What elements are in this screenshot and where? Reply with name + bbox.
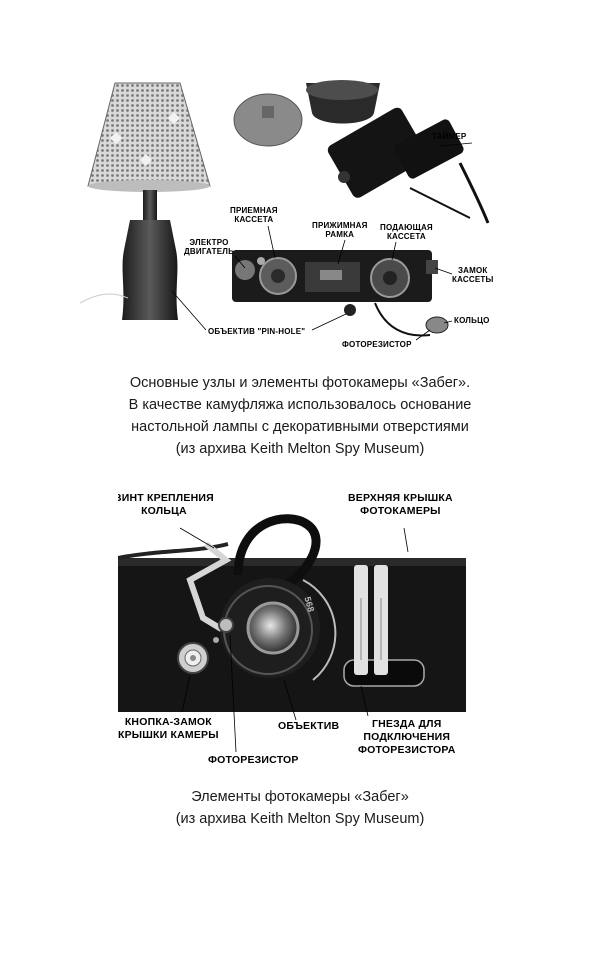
photo-camera-lamp-components: ТАЙМЕР ПРИЕМНАЯ КАССЕТА ПРИЖИМНАЯ РАМКА …	[80, 78, 510, 360]
label-timer: ТАЙМЕР	[432, 132, 467, 141]
label-top-cover: ВЕРХНЯЯ КРЫШКА ФОТОКАМЕРЫ	[348, 492, 453, 517]
caption-line: (из архива Keith Melton Spy Museum)	[175, 811, 425, 827]
caption-line: Основные узлы и элементы фотокамеры «Заб…	[129, 375, 471, 391]
label-cassette-lock: ЗАМОК КАССЕТЫ	[452, 266, 494, 284]
label-sockets: ГНЕЗДА ДЛЯ ПОДКЛЮЧЕНИЯ ФОТОРЕЗИСТОРА	[358, 718, 456, 756]
caption-line: настольной лампы с декоративными отверст…	[131, 419, 469, 435]
label-feeding-cassette: ПОДАЮЩАЯ КАССЕТА	[380, 223, 433, 241]
label-electric-motor: ЭЛЕКТРО ДВИГАТЕЛЬ	[184, 238, 235, 256]
lens-glass	[246, 601, 300, 655]
figure2-caption: Элементы фотокамеры «Забег» (из архива K…	[0, 786, 600, 830]
lamp-shade	[87, 82, 211, 187]
label-receiving-cassette: ПРИЕМНАЯ КАССЕТА	[230, 206, 278, 224]
caption-line: Элементы фотокамеры «Забег»	[191, 789, 409, 805]
label-photoresistor: ФОТОРЕЗИСТОР	[342, 340, 412, 349]
label-photoresistor: ФОТОРЕЗИСТОР	[208, 754, 299, 766]
photoresistor-ring	[425, 316, 449, 334]
caption-line: (из архива Keith Melton Spy Museum)	[175, 441, 425, 457]
label-lens: ОБЪЕКТИВ	[278, 720, 340, 732]
lamp-neck	[143, 190, 157, 220]
label-lock-button: КНОПКА-ЗАМОК КРЫШКИ КАМЕРЫ	[118, 716, 219, 741]
camera-closeup-illustration	[118, 514, 466, 753]
electric-motor	[235, 260, 255, 280]
cover-disc	[233, 93, 303, 147]
label-ring: КОЛЬЦО	[454, 316, 490, 325]
aperture-dial	[302, 579, 337, 681]
label-pressure-frame: ПРИЖИМНАЯ РАМКА	[312, 221, 368, 239]
caption-line: В качестве камуфляжа использовалось осно…	[128, 397, 472, 413]
label-ring-screw: ВИНТ КРЕПЛЕНИЯ КОЛЬЦА	[118, 492, 214, 517]
lamp-base	[122, 220, 178, 320]
timer-box	[394, 119, 464, 179]
label-pinhole-lens: ОБЪЕКТИВ "PIN-HOLE"	[208, 327, 306, 336]
photo-camera-lens-closeup: ВИНТ КРЕПЛЕНИЯ КОЛЬЦА ВЕРХНЯЯ КРЫШКА ФОТ…	[118, 480, 466, 772]
pinhole-lens	[344, 304, 356, 316]
photoresistor-cable	[233, 514, 321, 595]
ring-screw-bracket	[186, 541, 232, 633]
camera-lamp-illustration	[80, 80, 490, 341]
camera-body-top	[327, 107, 428, 198]
figure1-caption: Основные узлы и элементы фотокамеры «Заб…	[0, 372, 600, 460]
